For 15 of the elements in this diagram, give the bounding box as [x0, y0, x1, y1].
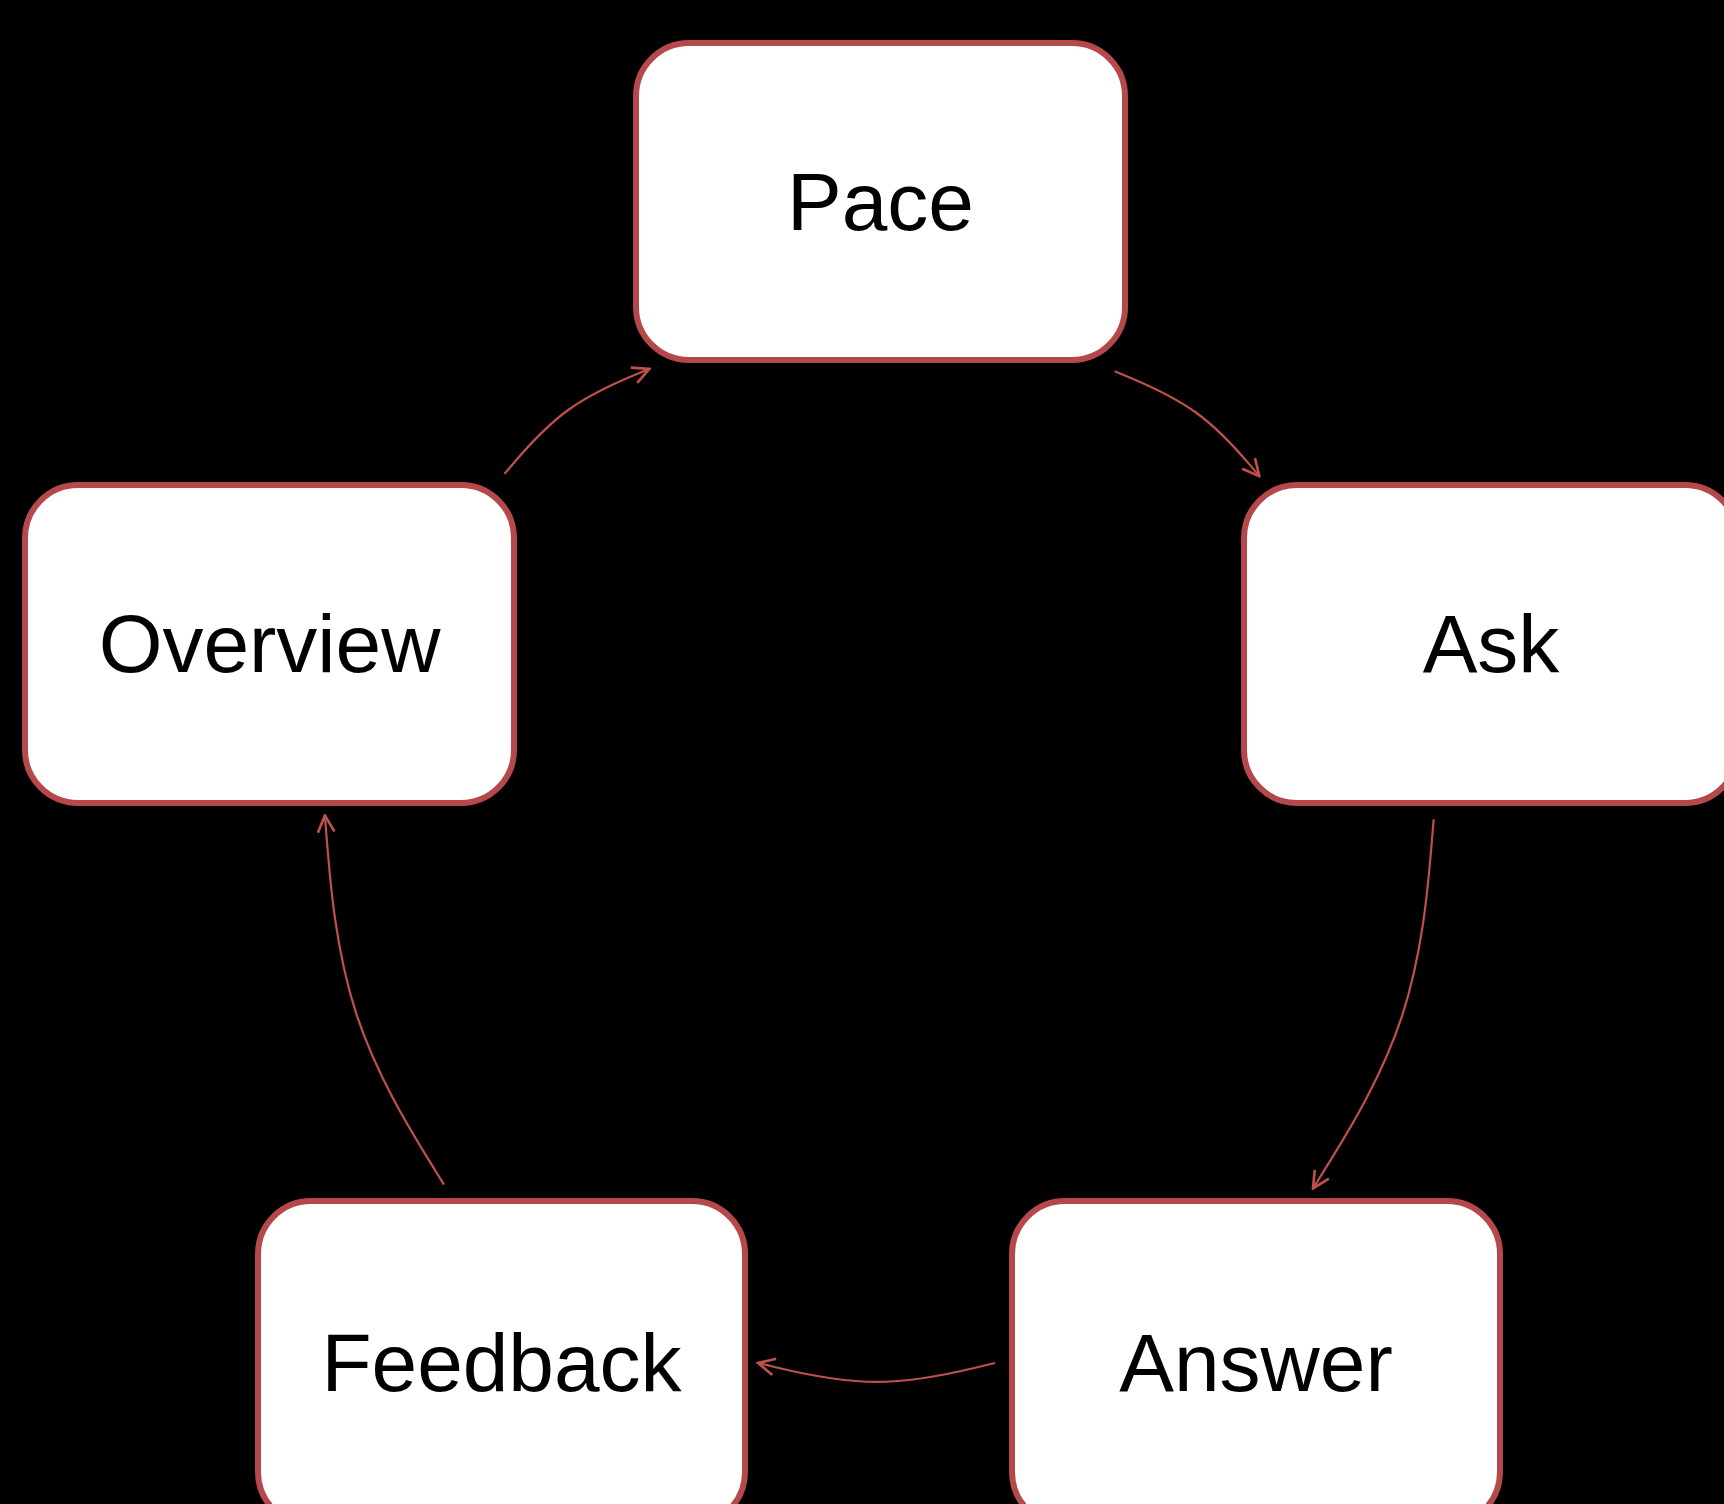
arrow — [503, 366, 651, 475]
process-box — [1009, 1198, 1503, 1504]
node-label: Answer — [1119, 1316, 1393, 1410]
arrow — [1311, 819, 1435, 1190]
node-label: Ask — [1422, 597, 1560, 691]
process-box — [633, 40, 1128, 363]
arrow — [316, 814, 445, 1186]
arrow — [756, 1357, 996, 1384]
node-label: Pace — [787, 154, 974, 249]
node-label: Feedback — [321, 1316, 682, 1410]
node-label: Overview — [98, 597, 441, 691]
process-box — [22, 482, 517, 806]
arrow — [1114, 370, 1261, 478]
process-box — [1241, 482, 1724, 806]
process-box — [255, 1198, 748, 1504]
